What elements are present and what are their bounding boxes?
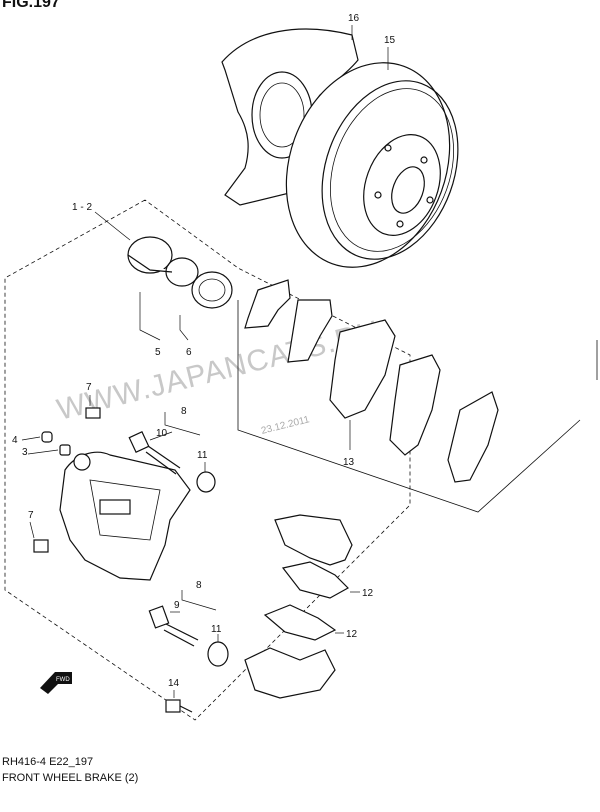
callout-16: 16 [348, 13, 360, 24]
caliper-body [59, 451, 191, 581]
guide-pin-lower [148, 590, 229, 667]
guide-pin-upper [128, 412, 216, 493]
callout-1-2: 1 - 2 [72, 202, 92, 213]
callout-12-lower: 12 [346, 629, 358, 640]
brake-pads [244, 279, 499, 483]
bleeder-screw [21, 431, 71, 456]
callout-14: 14 [168, 678, 180, 689]
callout-8-lower: 8 [196, 580, 202, 591]
callout-8-upper: 8 [181, 406, 187, 417]
callout-6: 6 [186, 347, 192, 358]
callout-11-upper: 11 [197, 450, 208, 461]
bolt-7-lower [29, 521, 49, 553]
callout-5: 5 [155, 347, 161, 358]
callout-11-lower: 11 [211, 624, 222, 635]
bolt-14 [165, 690, 193, 713]
pad-clip-upper [281, 561, 360, 599]
callout-10: 10 [156, 428, 168, 439]
callout-12-upper: 12 [362, 588, 374, 599]
caliper-carrier-upper [274, 514, 353, 566]
dust-shield [221, 25, 359, 206]
fwd-label: FWD [56, 677, 70, 683]
figure-number: FIG.197 [2, 0, 60, 11]
brake-disc [285, 47, 459, 268]
callout-13: 13 [343, 457, 355, 468]
pad-set-outline [237, 300, 581, 513]
callout-9: 9 [174, 600, 180, 611]
bolt-7-upper [85, 395, 101, 419]
callout-4: 4 [12, 435, 18, 446]
callout-7-lower: 7 [28, 510, 34, 521]
piston-and-seals [127, 236, 233, 341]
callout-7-upper: 7 [86, 382, 92, 393]
caption-code: RH416-4 E22_197 [2, 756, 94, 768]
pad-clip-lower [263, 604, 344, 641]
forward-direction-arrow: FWD [40, 672, 72, 694]
callout-3: 3 [22, 447, 28, 458]
callout-15: 15 [384, 35, 396, 46]
caliper-carrier-lower [244, 647, 336, 699]
date-stamp: 23.12.2011 [260, 414, 311, 437]
caption-title: FRONT WHEEL BRAKE (2) [2, 772, 139, 784]
